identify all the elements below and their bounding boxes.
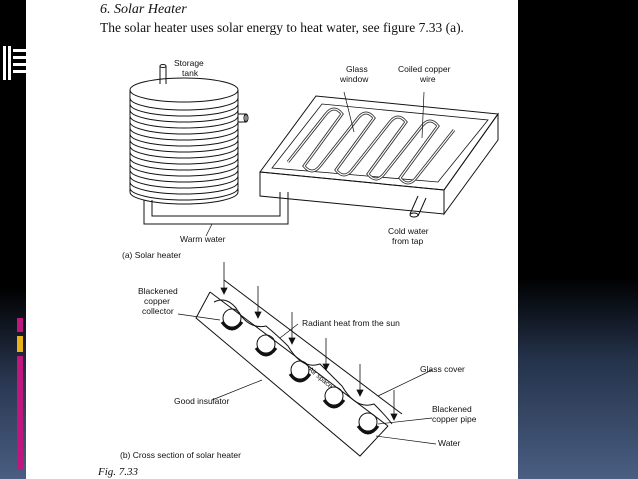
caption-b: (b) Cross section of solar heater xyxy=(120,450,241,460)
label-water: Water xyxy=(438,438,461,448)
label-glass-window-1: Glass xyxy=(346,64,368,74)
label-blackened-collector-3: collector xyxy=(142,306,174,316)
storage-tank-drawing xyxy=(129,64,249,205)
accent-bar-magenta xyxy=(17,356,23,470)
label-blackened-collector-1: Blackened xyxy=(138,286,178,296)
label-cold-water-2: from tap xyxy=(392,236,423,246)
label-glass-window-2: window xyxy=(339,74,369,84)
cold-water-pipe xyxy=(409,195,427,218)
slide-right-panel xyxy=(518,0,638,479)
warm-water-pipe xyxy=(143,192,289,225)
label-warm-water: Warm water xyxy=(180,234,226,244)
label-coiled-copper-2: wire xyxy=(419,74,436,84)
section-heading: 6. Solar Heater xyxy=(100,2,187,17)
label-blackened-pipe-2: copper pipe xyxy=(432,414,477,424)
label-glass-cover: Glass cover xyxy=(420,364,465,374)
cross-section-drawing xyxy=(195,279,403,457)
label-cold-water-1: Cold water xyxy=(388,226,429,236)
intro-text: The solar heater uses solar energy to he… xyxy=(100,20,464,35)
accent-bar-magenta-top xyxy=(17,318,23,332)
label-good-insulator: Good insulator xyxy=(174,396,229,406)
solar-heater-figure: Storage tank Glass window Coiled copper … xyxy=(120,58,499,460)
label-coiled-copper-1: Coiled copper xyxy=(398,64,451,74)
label-air-space: Air space xyxy=(307,366,334,390)
caption-a: (a) Solar heater xyxy=(122,250,181,260)
label-blackened-collector-2: copper xyxy=(144,296,170,306)
accent-bar-yellow xyxy=(17,336,23,352)
label-blackened-pipe-1: Blackened xyxy=(432,404,472,414)
solar-collector-panel xyxy=(259,95,499,216)
label-radiant-heat: Radiant heat from the sun xyxy=(302,318,400,328)
scanned-page: 6. Solar Heater The solar heater uses so… xyxy=(26,0,518,479)
figure-number: Fig. 7.33 xyxy=(98,466,139,478)
slide-grid-icon xyxy=(3,46,33,80)
label-storage-tank-2: tank xyxy=(182,68,199,78)
label-storage-tank-1: Storage xyxy=(174,58,204,68)
radiant-heat-arrows xyxy=(220,262,398,421)
